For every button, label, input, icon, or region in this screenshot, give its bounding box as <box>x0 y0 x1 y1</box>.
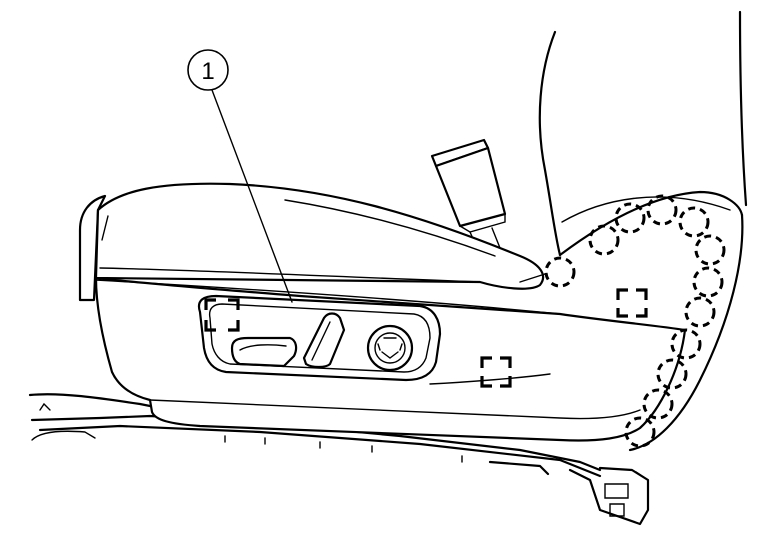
clip-circle <box>694 234 726 266</box>
seat-recline-switch <box>302 312 346 369</box>
clip-marker <box>480 356 512 388</box>
clip-circle <box>588 224 620 256</box>
seat-slide-switch <box>230 336 298 368</box>
callout-1: 1 <box>187 49 293 303</box>
seat-rail <box>28 393 650 526</box>
clip-circle <box>656 358 688 390</box>
clip-circle <box>646 194 678 226</box>
clip-markers <box>204 288 648 388</box>
clip-circle <box>544 256 576 288</box>
lumbar-switch <box>366 324 414 372</box>
callout-leader-line <box>211 89 293 303</box>
callout-circle <box>187 49 229 91</box>
clip-circle <box>624 416 656 448</box>
hidden-clips <box>544 194 726 448</box>
clip-circle <box>692 266 724 298</box>
callout-label: 1 <box>201 58 214 85</box>
clip-circle <box>678 206 710 238</box>
clip-circle <box>642 388 674 420</box>
clip-marker <box>616 288 648 318</box>
clip-marker <box>204 298 240 332</box>
clip-circle <box>670 328 702 360</box>
clip-circle <box>614 202 646 234</box>
clip-circle <box>684 296 716 328</box>
